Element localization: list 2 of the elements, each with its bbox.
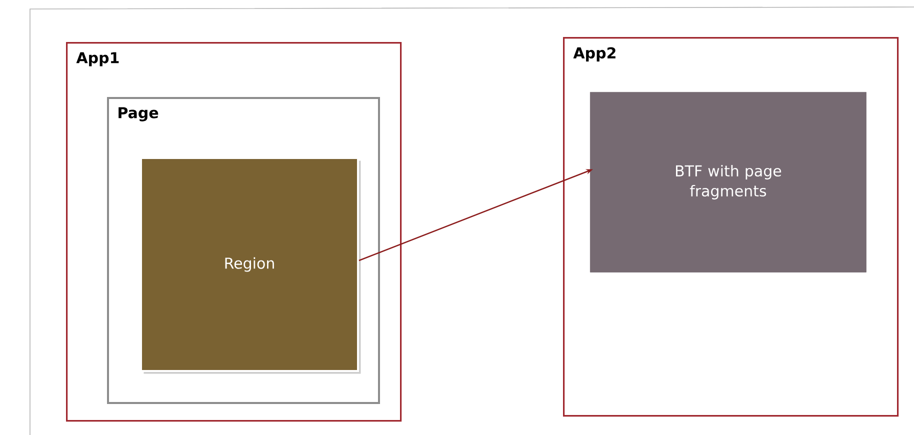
content-box: BTF with page fragments xyxy=(590,92,866,272)
region-box: Region xyxy=(140,157,361,374)
